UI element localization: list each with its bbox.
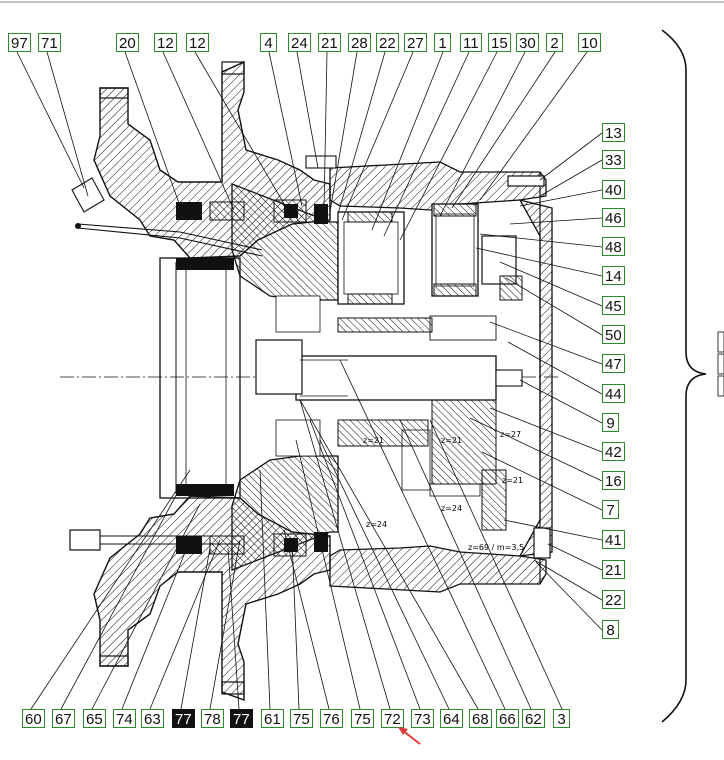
callout-bottom-62[interactable]: 62 [522, 709, 545, 728]
callout-top-22[interactable]: 22 [376, 33, 399, 52]
callout-bottom-60[interactable]: 60 [22, 709, 45, 728]
callout-bottom-77[interactable]: 77 [230, 709, 253, 728]
pointer-arrow-icon [398, 727, 421, 745]
callout-top-71[interactable]: 71 [38, 33, 61, 52]
callout-top-12[interactable]: 12 [186, 33, 209, 52]
callout-top-12[interactable]: 12 [154, 33, 177, 52]
callout-top-10[interactable]: 10 [578, 33, 601, 52]
callout-right-41[interactable]: 41 [602, 530, 625, 549]
callout-top-1[interactable]: 1 [434, 33, 451, 52]
callout-bottom-72[interactable]: 72 [381, 709, 404, 728]
callout-right-14[interactable]: 14 [602, 266, 625, 285]
oil-channel-2 [77, 227, 263, 257]
callout-right-9[interactable]: 9 [602, 413, 619, 432]
bleed-fitting [71, 177, 105, 213]
callout-top-24[interactable]: 24 [288, 33, 311, 52]
wheel-stud [69, 529, 101, 551]
callout-top-28[interactable]: 28 [348, 33, 371, 52]
callout-right-8[interactable]: 8 [602, 620, 619, 639]
callout-right-47[interactable]: 47 [602, 354, 625, 373]
callout-top-30[interactable]: 30 [516, 33, 539, 52]
gear-annotation-z21-c: z=21 [502, 476, 524, 485]
fill-plug [305, 155, 337, 169]
callout-bottom-73[interactable]: 73 [411, 709, 434, 728]
callout-right-50[interactable]: 50 [602, 325, 625, 344]
carrier-upper-2 [429, 315, 497, 341]
callout-right-48[interactable]: 48 [602, 237, 625, 256]
callout-bottom-63[interactable]: 63 [141, 709, 164, 728]
callout-right-33[interactable]: 33 [602, 150, 625, 169]
callout-top-20[interactable]: 20 [116, 33, 139, 52]
cover-bolt-top [507, 175, 545, 187]
callout-bottom-64[interactable]: 64 [440, 709, 463, 728]
callout-bottom-68[interactable]: 68 [469, 709, 492, 728]
gear-annotation-z69: z=69 / m=3,5 [468, 543, 525, 552]
gearbox-housing-bottom [329, 545, 547, 593]
callout-top-27[interactable]: 27 [404, 33, 427, 52]
group-brace [661, 29, 707, 723]
callout-bottom-76[interactable]: 76 [320, 709, 343, 728]
callout-right-21[interactable]: 21 [602, 560, 625, 579]
callout-bottom-77[interactable]: 77 [172, 709, 195, 728]
gear-annotation-z27: z=27 [500, 430, 522, 439]
shaft-coupling [255, 339, 303, 395]
callout-top-4[interactable]: 4 [260, 33, 277, 52]
oil-channel [77, 223, 263, 251]
callout-top-97[interactable]: 97 [8, 33, 31, 52]
callout-right-42[interactable]: 42 [602, 442, 625, 461]
gear-outline-lower [429, 483, 481, 497]
bleed-screw [75, 223, 81, 229]
callout-right-13[interactable]: 13 [602, 123, 625, 142]
planet-gear-stage3 [481, 235, 523, 301]
callout-bottom-75[interactable]: 75 [351, 709, 374, 728]
callout-top-21[interactable]: 21 [318, 33, 341, 52]
callout-bottom-61[interactable]: 61 [261, 709, 284, 728]
clipped-box-3 [717, 375, 724, 397]
callout-top-11[interactable]: 11 [460, 33, 482, 52]
callout-right-16[interactable]: 16 [602, 471, 625, 490]
gear-annotation-z24-b: z=24 [366, 520, 388, 529]
callout-right-44[interactable]: 44 [602, 384, 625, 403]
callout-bottom-3[interactable]: 3 [553, 709, 570, 728]
callout-bottom-74[interactable]: 74 [113, 709, 136, 728]
callout-bottom-67[interactable]: 67 [52, 709, 75, 728]
planet-gear-stage1 [337, 211, 405, 305]
clipped-box-2 [717, 353, 724, 375]
planet-gear-stage2 [431, 203, 479, 297]
callout-right-46[interactable]: 46 [602, 208, 625, 227]
brake-shoe-bottom [176, 484, 234, 496]
callout-right-45[interactable]: 45 [602, 296, 625, 315]
end-cover [518, 199, 553, 557]
carrier-plate-upper [337, 317, 433, 333]
callout-right-7[interactable]: 7 [602, 500, 619, 519]
shaft-end [495, 369, 523, 387]
cover-bolt-bottom [533, 527, 551, 559]
callout-bottom-66[interactable]: 66 [496, 709, 519, 728]
callout-bottom-65[interactable]: 65 [83, 709, 106, 728]
clipped-box-1 [717, 331, 724, 353]
gear-annotation-z24-a: z=24 [441, 504, 463, 513]
sun-shaft [295, 355, 497, 401]
brake-shoe-top [176, 258, 234, 270]
gear-annotation-z21-a: z=21 [363, 436, 385, 445]
callout-bottom-78[interactable]: 78 [201, 709, 224, 728]
gear-annotation-z21-b: z=21 [441, 436, 463, 445]
callout-right-22[interactable]: 22 [602, 590, 625, 609]
callout-right-40[interactable]: 40 [602, 180, 625, 199]
callout-top-2[interactable]: 2 [546, 33, 563, 52]
callout-bottom-75[interactable]: 75 [290, 709, 313, 728]
callout-top-15[interactable]: 15 [488, 33, 511, 52]
brake-drum [159, 257, 241, 499]
